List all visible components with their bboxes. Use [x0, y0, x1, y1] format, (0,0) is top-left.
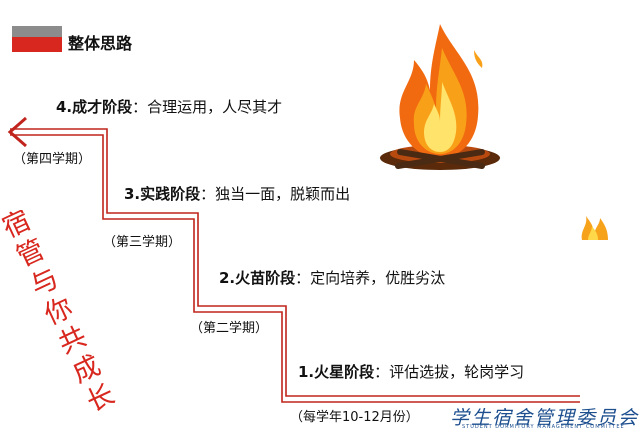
arrow-head	[7, 116, 27, 148]
stage-2: 2.火苗阶段：定向培养，优胜劣汰	[219, 267, 445, 288]
stage-2-desc: ：定向培养，优胜劣汰	[295, 269, 446, 287]
page-title: 整体思路	[68, 34, 133, 53]
title-accent-gray	[12, 26, 62, 37]
org-name: 学生宿舍管理委员会	[450, 407, 640, 429]
stage-4: 4.成才阶段：合理运用，人尽其才	[56, 96, 282, 117]
org-name-en: STUDENT DORMITORY MANAGEMENT COMMITTEE	[462, 424, 625, 430]
semester-1: （每学年10-12月份）	[290, 410, 419, 425]
stair-line-inner	[10, 134, 580, 403]
stage-2-name: 2.火苗阶段	[219, 269, 296, 287]
stage-1: 1.火星阶段：评估选拔，轮岗学习	[298, 361, 524, 382]
stage-4-name: 4.成才阶段	[56, 98, 133, 116]
stair-line-outer	[10, 128, 580, 397]
campfire-icon	[380, 24, 500, 170]
semester-4: （第四学期）	[13, 152, 92, 167]
stage-1-name: 1.火星阶段	[298, 363, 375, 381]
stage-3-desc: ：独当一面，脱颖而出	[200, 185, 351, 203]
semester-3: （第三学期）	[103, 235, 182, 250]
semester-2: （第二学期）	[190, 321, 269, 336]
stage-3-name: 3.实践阶段	[124, 185, 201, 203]
stage-3: 3.实践阶段：独当一面，脱颖而出	[124, 183, 350, 204]
small-flame-icon	[581, 216, 608, 240]
stage-4-desc: ：合理运用，人尽其才	[132, 98, 283, 116]
title-accent-red	[12, 37, 62, 52]
stage-1-desc: ：评估选拔，轮岗学习	[374, 363, 525, 381]
